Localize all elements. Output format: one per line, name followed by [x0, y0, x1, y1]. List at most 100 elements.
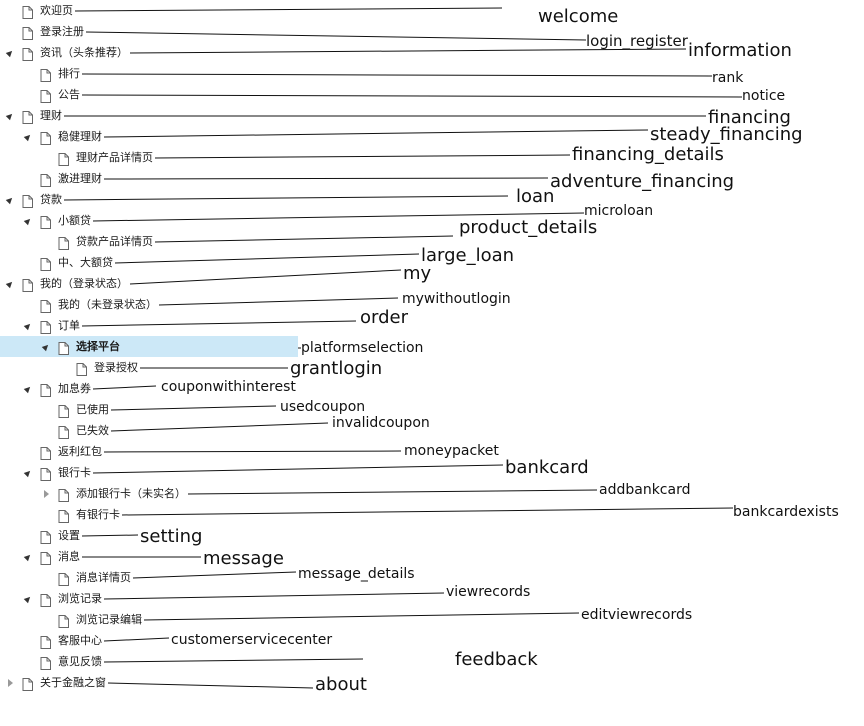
document-icon	[22, 277, 33, 296]
tree-node[interactable]: 关于金融之窗	[0, 672, 864, 693]
tree-node[interactable]: 已失效	[0, 420, 864, 441]
expand-arrow-icon[interactable]	[4, 189, 16, 210]
tree-node[interactable]: 理财产品详情页	[0, 147, 864, 168]
tree-node-label: 中、大额贷	[58, 256, 113, 269]
expand-arrow-icon[interactable]	[22, 210, 34, 231]
tree-node-label: 消息	[58, 550, 80, 563]
tree-node[interactable]: 消息详情页	[0, 567, 864, 588]
tree-node[interactable]: 设置	[0, 525, 864, 546]
tree-node[interactable]: 银行卡	[0, 462, 864, 483]
annotation-label: invalidcoupon	[332, 415, 430, 431]
document-icon	[22, 25, 33, 44]
tree-node-label: 浏览记录编辑	[76, 613, 142, 626]
document-icon	[40, 67, 51, 86]
tree-node-label: 登录授权	[94, 361, 138, 374]
document-icon	[40, 214, 51, 233]
expand-arrow-icon[interactable]	[22, 546, 34, 567]
annotation-label: mywithoutlogin	[402, 291, 511, 307]
annotation-label: information	[688, 40, 792, 61]
document-icon	[58, 424, 69, 443]
tree-node-label: 贷款产品详情页	[76, 235, 153, 248]
document-icon	[40, 466, 51, 485]
tree-node[interactable]: 浏览记录编辑	[0, 609, 864, 630]
document-icon	[40, 592, 51, 611]
tree-node[interactable]: 我的（登录状态）	[0, 273, 864, 294]
tree-node[interactable]: 登录授权	[0, 357, 864, 378]
expand-arrow-icon[interactable]	[4, 42, 16, 63]
tree-node[interactable]: 资讯（头条推荐）	[0, 42, 864, 63]
tree-node-label: 贷款	[40, 193, 62, 206]
tree-node-label: 客服中心	[58, 634, 102, 647]
tree-node-label: 我的（未登录状态）	[58, 298, 157, 311]
document-icon	[58, 235, 69, 254]
tree-node-label: 设置	[58, 529, 80, 542]
annotation-label: bankcardexists	[733, 504, 839, 520]
document-icon	[58, 487, 69, 506]
tree-node[interactable]: 我的（未登录状态）	[0, 294, 864, 315]
tree-node[interactable]: 贷款	[0, 189, 864, 210]
document-icon	[76, 361, 87, 380]
expand-arrow-icon[interactable]	[22, 126, 34, 147]
collapse-arrow-icon[interactable]	[4, 672, 16, 693]
tree-node[interactable]: 消息	[0, 546, 864, 567]
expand-arrow-icon[interactable]	[40, 336, 52, 357]
tree-node[interactable]: 添加银行卡（未实名）	[0, 483, 864, 504]
tree-node-label: 订单	[58, 319, 80, 332]
expand-arrow-icon[interactable]	[22, 315, 34, 336]
annotation-label: customerservicecenter	[171, 632, 333, 648]
tree-node-label: 返利红包	[58, 445, 102, 458]
annotation-label: message_details	[298, 566, 415, 582]
expand-arrow-icon[interactable]	[4, 273, 16, 294]
annotation-label: login_register	[586, 32, 688, 50]
tree-node-label: 资讯（头条推荐）	[40, 46, 128, 59]
expand-arrow-icon[interactable]	[22, 378, 34, 399]
tree-node-label: 添加银行卡（未实名）	[76, 487, 186, 500]
annotation-label: steady_financing	[650, 124, 803, 145]
annotation-label: financing	[708, 107, 791, 128]
annotation-label: large_loan	[421, 245, 515, 266]
tree-node[interactable]: 有银行卡	[0, 504, 864, 525]
annotation-label: rank	[712, 70, 744, 86]
document-icon	[40, 655, 51, 674]
document-icon	[40, 298, 51, 317]
collapse-arrow-icon[interactable]	[40, 483, 52, 504]
tree-node[interactable]: 排行	[0, 63, 864, 84]
tree-node[interactable]: 客服中心	[0, 630, 864, 651]
document-icon	[40, 529, 51, 548]
tree-node[interactable]: 选择平台	[0, 336, 864, 357]
expand-arrow-icon[interactable]	[22, 588, 34, 609]
expand-arrow-icon[interactable]	[22, 462, 34, 483]
document-icon	[40, 445, 51, 464]
document-icon	[22, 109, 33, 128]
tree-node[interactable]: 小额贷	[0, 210, 864, 231]
tree-node[interactable]: 理财	[0, 105, 864, 126]
document-icon	[40, 382, 51, 401]
annotation-label: platformselection	[301, 340, 424, 356]
document-icon	[58, 613, 69, 632]
expand-arrow-icon[interactable]	[4, 105, 16, 126]
tree-node[interactable]: 返利红包	[0, 441, 864, 462]
tree-node[interactable]: 公告	[0, 84, 864, 105]
tree-node[interactable]: 激进理财	[0, 168, 864, 189]
document-icon	[40, 172, 51, 191]
annotation-label: addbankcard	[599, 482, 691, 498]
document-icon	[58, 151, 69, 170]
tree-node[interactable]: 浏览记录	[0, 588, 864, 609]
annotation-label: financing_details	[572, 144, 724, 165]
tree-node[interactable]: 意见反馈	[0, 651, 864, 672]
tree-node[interactable]: 中、大额贷	[0, 252, 864, 273]
tree-node[interactable]: 稳健理财	[0, 126, 864, 147]
tree-node[interactable]: 登录注册	[0, 21, 864, 42]
document-icon	[40, 319, 51, 338]
tree-node[interactable]: 已使用	[0, 399, 864, 420]
document-icon	[22, 676, 33, 695]
tree-node-label: 登录注册	[40, 25, 84, 38]
tree-node[interactable]: 贷款产品详情页	[0, 231, 864, 252]
tree-node[interactable]: 订单	[0, 315, 864, 336]
tree-node-label: 浏览记录	[58, 592, 102, 605]
annotation-label: welcome	[538, 6, 619, 27]
tree-node-label: 银行卡	[58, 466, 91, 479]
tree-node[interactable]: 加息券	[0, 378, 864, 399]
tree-node[interactable]: 欢迎页	[0, 0, 864, 21]
